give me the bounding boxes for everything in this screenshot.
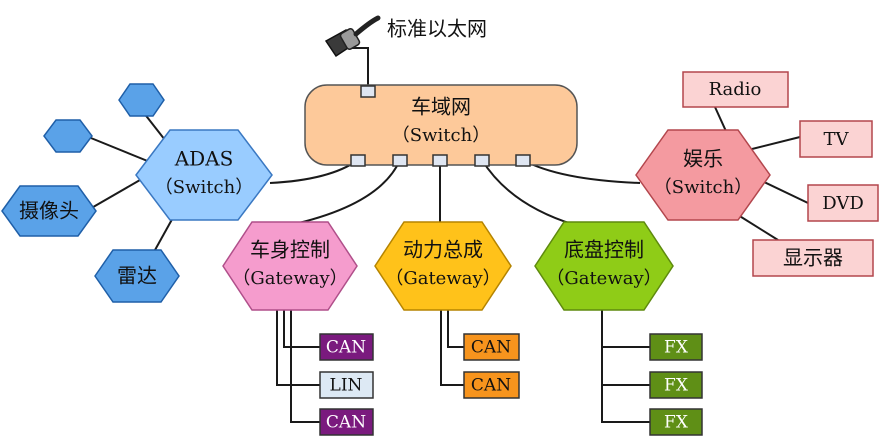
domain-subtitle: （Switch） — [392, 125, 490, 146]
line-adas-hex-left — [85, 135, 151, 163]
body-control-subtitle: （Gateway） — [232, 268, 347, 289]
device-radio: Radio — [682, 71, 789, 108]
entertainment-subtitle: （Switch） — [654, 177, 752, 198]
body-bus-can-1: CAN — [319, 333, 374, 361]
camera-label: 摄像头 — [19, 199, 79, 223]
device-display-label: 显示器 — [783, 246, 843, 270]
adas-switch-node: ADAS （Switch） — [135, 129, 273, 221]
power-bus-can-1-label: CAN — [471, 338, 511, 358]
body-bus-can-1-label: CAN — [326, 338, 366, 358]
line-ent-tv — [747, 136, 801, 151]
ethernet-label: 标准以太网 — [387, 17, 487, 41]
chassis-bus-fx-3-label: FX — [664, 413, 689, 433]
ethernet-line — [352, 47, 369, 86]
line-domain-body — [289, 159, 401, 226]
line-ent-display — [737, 214, 779, 241]
domain-port-3 — [432, 154, 448, 167]
device-display: 显示器 — [752, 239, 874, 277]
chassis-control-title: 底盘控制 — [564, 238, 644, 262]
powertrain-title: 动力总成 — [403, 238, 483, 262]
line-body-can1 — [283, 310, 320, 348]
line-power-can2 — [440, 310, 464, 386]
line-body-lin — [276, 310, 320, 386]
camera-node: 摄像头 — [1, 185, 97, 237]
line-domain-chassis — [481, 159, 576, 226]
body-bus-lin-label: LIN — [330, 376, 363, 396]
adas-subtitle: （Switch） — [155, 177, 253, 198]
body-control-title: 车身控制 — [250, 238, 330, 262]
power-bus-can-2: CAN — [463, 371, 520, 399]
body-bus-can-2: CAN — [319, 408, 374, 436]
domain-port-2 — [392, 154, 408, 167]
body-control-gateway: 车身控制 （Gateway） — [222, 221, 358, 311]
line-chassis-fx3 — [601, 310, 650, 423]
body-bus-lin: LIN — [319, 371, 374, 399]
chassis-control-subtitle: （Gateway） — [546, 268, 661, 289]
power-bus-can-2-label: CAN — [471, 376, 511, 396]
device-dvd-label: DVD — [822, 193, 864, 214]
domain-port-5 — [515, 154, 531, 167]
device-radio-label: Radio — [709, 79, 762, 100]
line-ent-dvd — [759, 179, 809, 204]
powertrain-gateway: 动力总成 （Gateway） — [374, 221, 512, 311]
adas-title: ADAS — [174, 147, 234, 171]
chassis-bus-fx-3: FX — [649, 408, 703, 436]
adas-hex-left — [43, 119, 93, 153]
entertainment-switch-node: 娱乐 （Switch） — [635, 129, 771, 221]
power-bus-can-1: CAN — [463, 333, 520, 361]
chassis-bus-fx-1-label: FX — [664, 338, 689, 358]
chassis-bus-fx-2-label: FX — [664, 376, 689, 396]
device-tv-label: TV — [823, 129, 849, 150]
entertainment-title: 娱乐 — [683, 147, 723, 171]
line-adas-camera — [87, 179, 141, 211]
body-bus-can-2-label: CAN — [326, 413, 366, 433]
domain-port-top — [360, 85, 376, 98]
chassis-control-gateway: 底盘控制 （Gateway） — [534, 221, 674, 311]
domain-port-1 — [350, 154, 366, 167]
powertrain-subtitle: （Gateway） — [385, 268, 500, 289]
device-tv: TV — [799, 120, 873, 158]
radar-label: 雷达 — [117, 264, 157, 288]
line-body-can2 — [290, 310, 320, 423]
chassis-bus-fx-2: FX — [649, 371, 703, 399]
radar-node: 雷达 — [94, 249, 180, 303]
domain-switch-node: 车域网 （Switch） — [304, 84, 578, 167]
adas-hex-top — [118, 83, 165, 117]
domain-port-4 — [474, 154, 490, 167]
device-dvd: DVD — [807, 184, 879, 222]
domain-title: 车域网 — [411, 95, 471, 119]
chassis-bus-fx-1: FX — [649, 333, 703, 361]
ethernet-plug-icon — [324, 15, 381, 58]
line-power-can1 — [447, 310, 464, 348]
